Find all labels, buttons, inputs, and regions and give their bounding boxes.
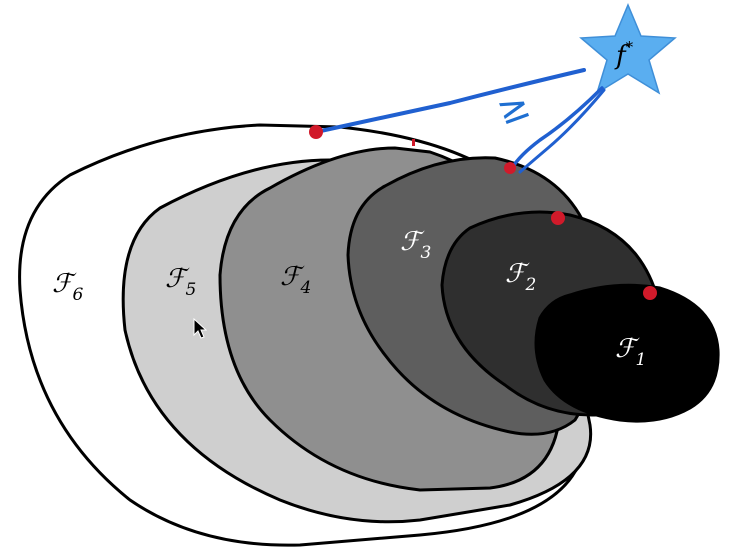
target-superscript: * <box>626 38 634 56</box>
set-f1: ℱ1 <box>534 283 720 423</box>
line-to-f6 <box>314 68 586 134</box>
line-to-f3-a <box>510 86 604 170</box>
marker-tick <box>412 139 415 146</box>
marker-f2 <box>551 211 565 225</box>
set-f1-subscript: 1 <box>635 350 646 370</box>
approximation-lines <box>314 68 606 174</box>
set-f2-subscript: 2 <box>524 275 536 295</box>
marker-f3 <box>504 162 516 174</box>
comparison-annotation: ≥ <box>491 82 536 134</box>
mouse-cursor-icon <box>193 318 207 339</box>
set-f1-shape <box>534 283 720 423</box>
target-function: f* <box>579 3 677 95</box>
set-f5-subscript: 5 <box>185 280 196 300</box>
set-f4-subscript: 4 <box>299 278 311 298</box>
marker-f1 <box>643 286 657 300</box>
line-to-f3-b <box>518 88 606 174</box>
star-icon <box>579 3 677 95</box>
marker-f6 <box>309 125 323 139</box>
set-f3-subscript: 3 <box>420 243 431 263</box>
boundary-markers <box>309 125 657 300</box>
set-f6-subscript: 6 <box>72 285 83 305</box>
